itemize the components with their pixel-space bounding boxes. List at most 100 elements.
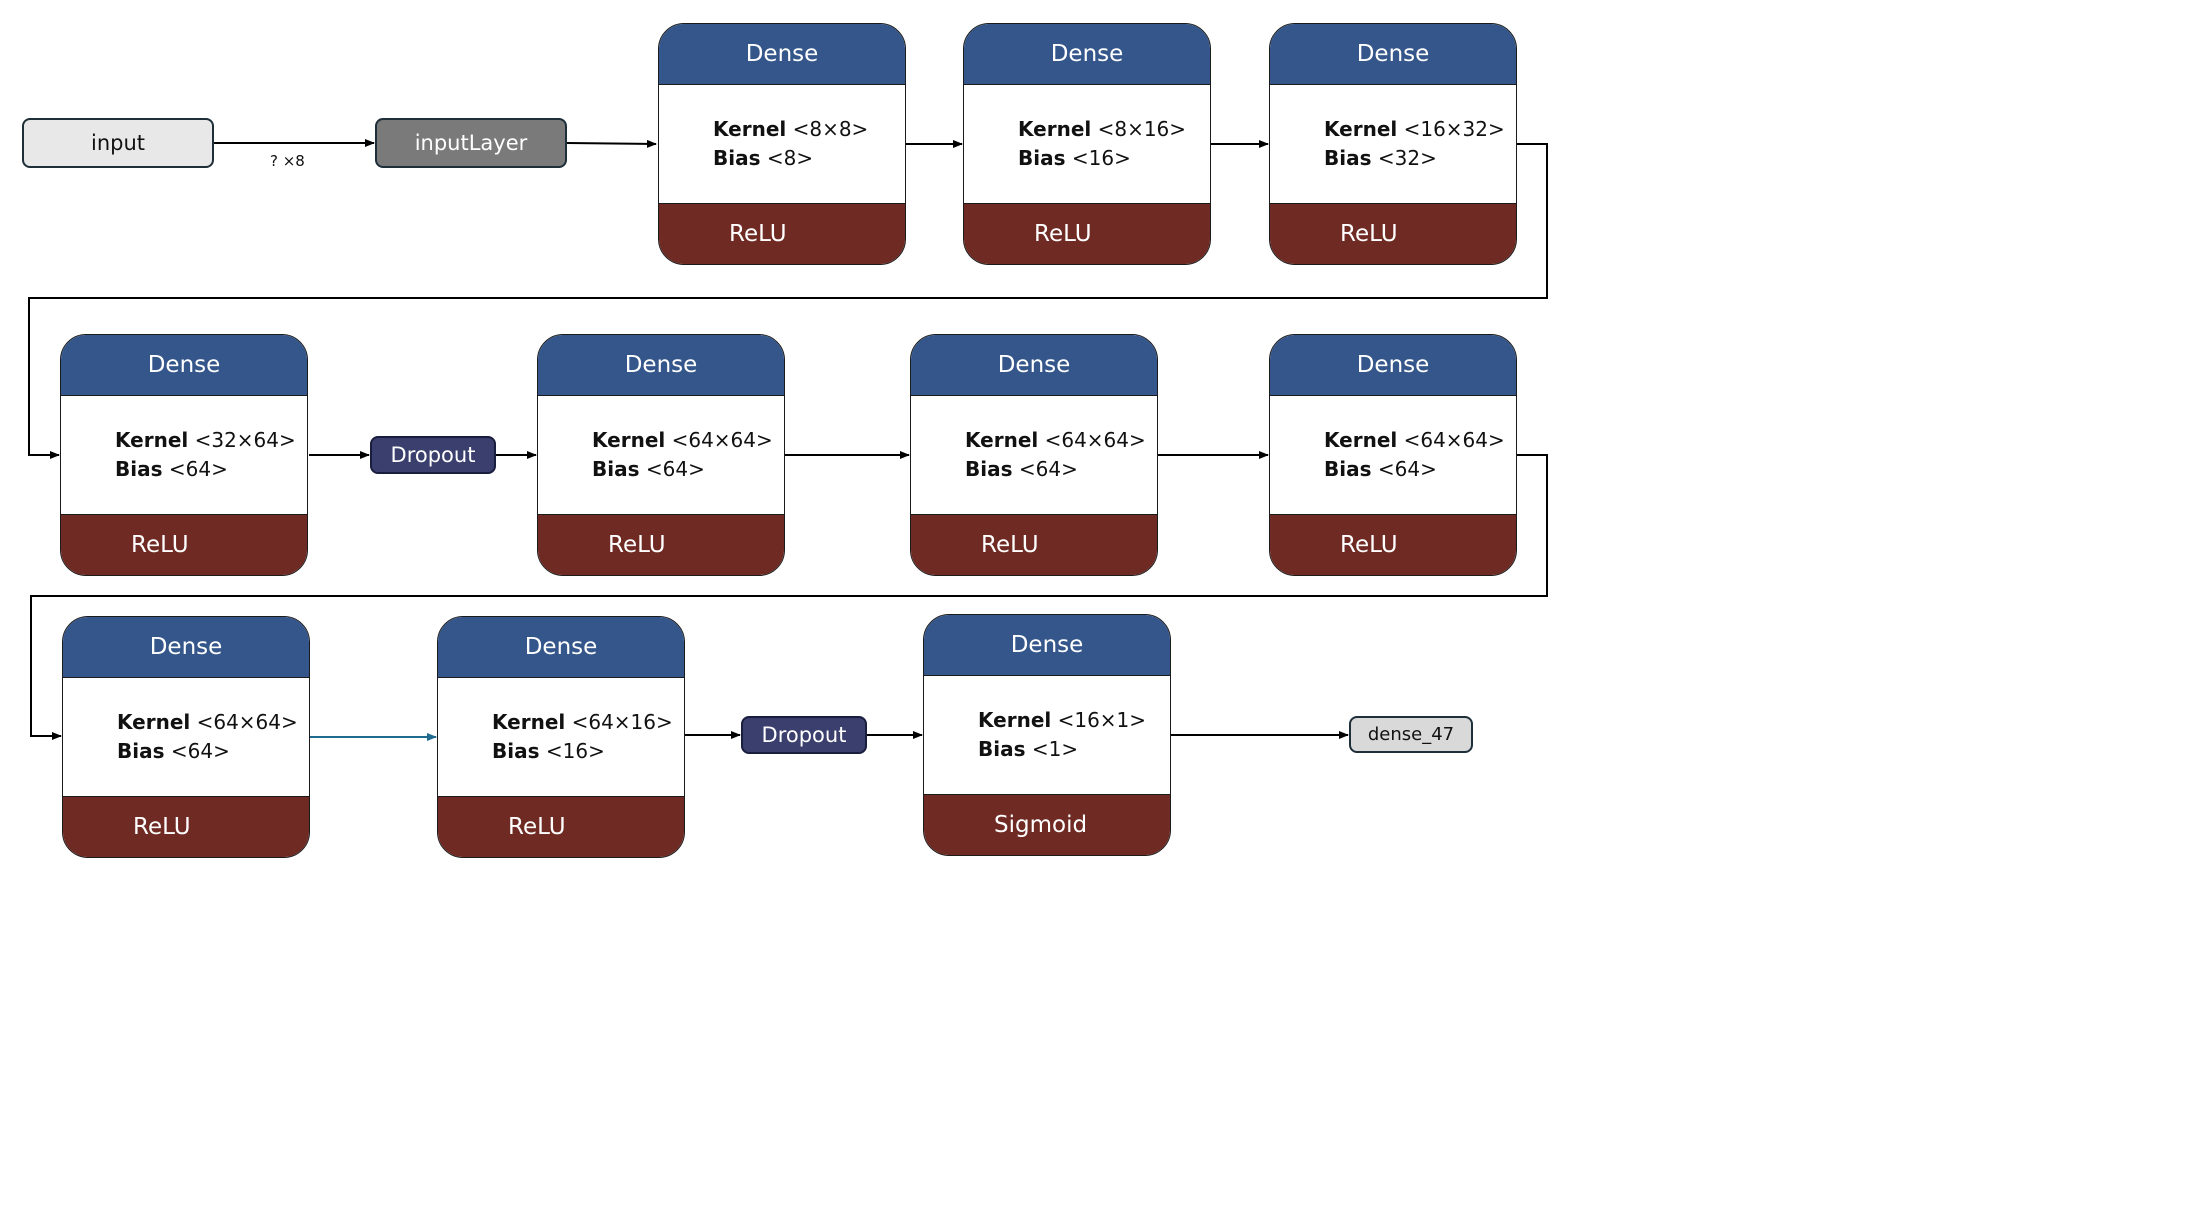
bias-label: Bias [117, 738, 165, 763]
dense-layer-title: Dense [924, 615, 1170, 676]
dense-layer-params: Kernel <64×64> Bias <64> [592, 395, 784, 514]
dropout-node-1[interactable]: Dropout [370, 436, 496, 474]
activation-label: ReLU [1270, 514, 1516, 575]
activation-label: ReLU [659, 203, 905, 264]
dense-layer-4[interactable]: Dense Kernel <32×64> Bias <64> ReLU [60, 334, 308, 576]
kernel-label: Kernel [1324, 116, 1398, 141]
kernel-row: Kernel <8×8> [713, 115, 905, 144]
dense-layer-6[interactable]: Dense Kernel <64×64> Bias <64> ReLU [910, 334, 1158, 576]
input-layer-node[interactable]: inputLayer [375, 118, 567, 168]
bias-row: Bias <1> [978, 735, 1170, 764]
kernel-shape: <64×16> [571, 709, 673, 734]
kernel-label: Kernel [117, 709, 191, 734]
kernel-row: Kernel <16×1> [978, 706, 1170, 735]
dense-layer-8[interactable]: Dense Kernel <64×64> Bias <64> ReLU [62, 616, 310, 858]
bias-label: Bias [592, 456, 640, 481]
bias-label: Bias [1324, 145, 1372, 170]
bias-label: Bias [115, 456, 163, 481]
dense-layer-10[interactable]: Dense Kernel <16×1> Bias <1> Sigmoid [923, 614, 1171, 856]
output-node[interactable]: dense_47 [1349, 716, 1473, 753]
bias-shape: <32> [1377, 145, 1437, 170]
kernel-shape: <8×8> [792, 116, 869, 141]
kernel-label: Kernel [713, 116, 787, 141]
dropout-node-2[interactable]: Dropout [741, 716, 867, 754]
dense-layer-params: Kernel <16×32> Bias <32> [1324, 84, 1516, 203]
bias-shape: <8> [766, 145, 814, 170]
dense-layer-3[interactable]: Dense Kernel <16×32> Bias <32> ReLU [1269, 23, 1517, 265]
bias-label: Bias [965, 456, 1013, 481]
bias-row: Bias <16> [492, 737, 684, 766]
dense-layer-params: Kernel <8×8> Bias <8> [713, 84, 905, 203]
dense-layer-params: Kernel <8×16> Bias <16> [1018, 84, 1210, 203]
bias-row: Bias <8> [713, 144, 905, 173]
kernel-row: Kernel <64×64> [117, 708, 309, 737]
bias-shape: <64> [1018, 456, 1078, 481]
output-node-label: dense_47 [1367, 724, 1455, 745]
dense-layer-params: Kernel <64×64> Bias <64> [117, 677, 309, 796]
bias-row: Bias <64> [1324, 455, 1516, 484]
kernel-shape: <64×64> [671, 427, 773, 452]
bias-row: Bias <32> [1324, 144, 1516, 173]
bias-label: Bias [978, 736, 1026, 761]
dense-layer-title: Dense [659, 24, 905, 85]
kernel-row: Kernel <64×64> [592, 426, 784, 455]
kernel-row: Kernel <64×64> [965, 426, 1157, 455]
bias-shape: <64> [168, 456, 228, 481]
kernel-label: Kernel [1018, 116, 1092, 141]
dense-layer-7[interactable]: Dense Kernel <64×64> Bias <64> ReLU [1269, 334, 1517, 576]
kernel-label: Kernel [592, 427, 666, 452]
dense-layer-title: Dense [1270, 24, 1516, 85]
kernel-row: Kernel <64×16> [492, 708, 684, 737]
activation-label: ReLU [911, 514, 1157, 575]
dropout-node-label: Dropout [390, 443, 476, 467]
bias-label: Bias [1018, 145, 1066, 170]
dense-layer-title: Dense [911, 335, 1157, 396]
kernel-row: Kernel <64×64> [1324, 426, 1516, 455]
bias-shape: <64> [645, 456, 705, 481]
dense-layer-params: Kernel <64×64> Bias <64> [965, 395, 1157, 514]
dense-layer-9[interactable]: Dense Kernel <64×16> Bias <16> ReLU [437, 616, 685, 858]
dense-layer-title: Dense [438, 617, 684, 678]
dense-layer-title: Dense [538, 335, 784, 396]
kernel-shape: <64×64> [1403, 427, 1505, 452]
bias-row: Bias <16> [1018, 144, 1210, 173]
bias-shape: <16> [1071, 145, 1131, 170]
kernel-label: Kernel [978, 707, 1052, 732]
dense-layer-1[interactable]: Dense Kernel <8×8> Bias <8> ReLU [658, 23, 906, 265]
dense-layer-title: Dense [63, 617, 309, 678]
edge-dense-7-to-dense-8 [30, 454, 1548, 740]
activation-label: ReLU [964, 203, 1210, 264]
bias-row: Bias <64> [592, 455, 784, 484]
kernel-label: Kernel [115, 427, 189, 452]
dense-layer-params: Kernel <32×64> Bias <64> [115, 395, 307, 514]
bias-row: Bias <64> [117, 737, 309, 766]
bias-shape: <1> [1031, 736, 1079, 761]
dropout-node-label: Dropout [761, 723, 847, 747]
bias-shape: <16> [545, 738, 605, 763]
input-node[interactable]: input [22, 118, 214, 168]
activation-label: ReLU [538, 514, 784, 575]
activation-label: ReLU [438, 796, 684, 857]
bias-row: Bias <64> [115, 455, 307, 484]
kernel-row: Kernel <16×32> [1324, 115, 1516, 144]
input-shape-label: ? ×8 [270, 152, 305, 170]
dense-layer-title: Dense [1270, 335, 1516, 396]
dense-layer-title: Dense [61, 335, 307, 396]
input-node-label: input [90, 131, 146, 155]
dense-layer-params: Kernel <64×16> Bias <16> [492, 677, 684, 796]
dense-layer-title: Dense [964, 24, 1210, 85]
dense-layer-5[interactable]: Dense Kernel <64×64> Bias <64> ReLU [537, 334, 785, 576]
activation-label: ReLU [61, 514, 307, 575]
kernel-shape: <64×64> [1044, 427, 1146, 452]
kernel-row: Kernel <8×16> [1018, 115, 1210, 144]
edge-dense-3-to-dense-4 [28, 143, 1548, 459]
bias-shape: <64> [170, 738, 230, 763]
bias-label: Bias [492, 738, 540, 763]
activation-label: ReLU [1270, 203, 1516, 264]
edge-inputlayer-to-dense-1 [566, 139, 657, 148]
bias-shape: <64> [1377, 456, 1437, 481]
dense-layer-2[interactable]: Dense Kernel <8×16> Bias <16> ReLU [963, 23, 1211, 265]
kernel-row: Kernel <32×64> [115, 426, 307, 455]
bias-label: Bias [713, 145, 761, 170]
kernel-shape: <16×1> [1057, 707, 1147, 732]
